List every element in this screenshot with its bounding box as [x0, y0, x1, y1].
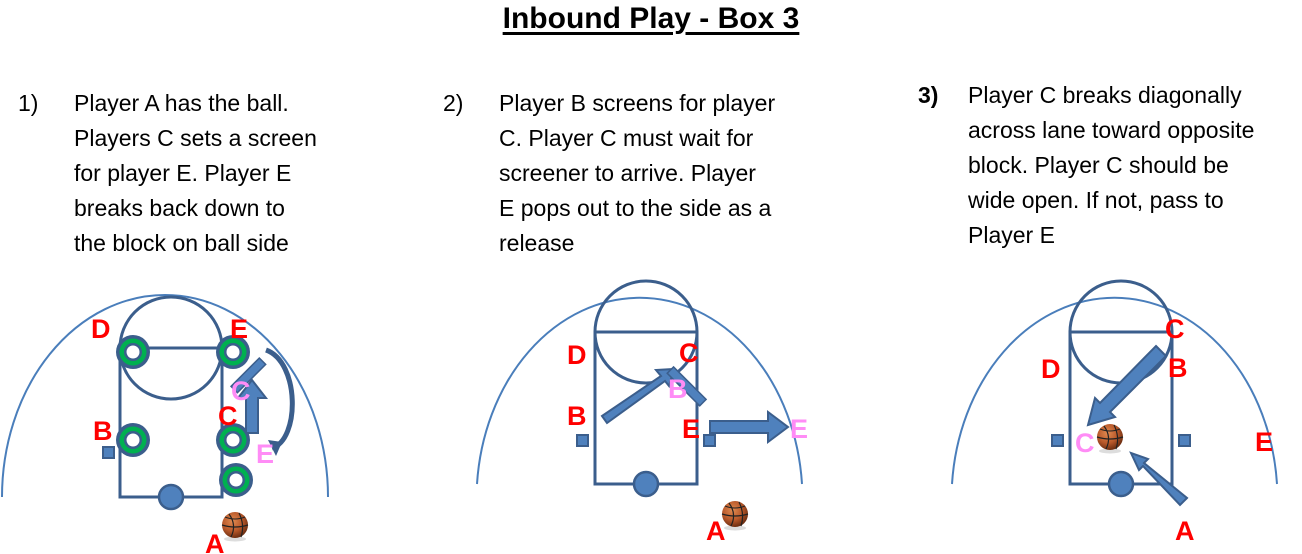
defender-ring [219, 463, 253, 497]
screen-bar [229, 356, 267, 394]
basket [157, 483, 185, 511]
move-arrow-icon [235, 378, 269, 434]
player-e-label: E [230, 314, 248, 344]
three-point-arc [1, 294, 329, 498]
step-number: 1) [18, 90, 39, 116]
basketball-icon [721, 500, 749, 532]
block-marker [1051, 434, 1064, 447]
player-a-label: A [1175, 516, 1195, 546]
player-e-label: E [682, 414, 700, 444]
block-marker [1178, 434, 1191, 447]
player-d-label: D [1041, 354, 1061, 384]
diagram-3: C D B C E A [951, 279, 1278, 546]
player-b-label: B [1168, 353, 1188, 383]
screen-bar [666, 365, 708, 407]
player-b-ghost-label: B [668, 374, 688, 404]
block-marker [703, 434, 716, 447]
player-c-ghost-label: C [1075, 428, 1095, 458]
defender-ring [116, 335, 150, 369]
player-d-label: D [91, 314, 111, 344]
step-text: Player B screens for player C. Player C … [499, 90, 776, 256]
block-marker [576, 434, 589, 447]
player-e-ghost-label: E [256, 439, 274, 469]
cut-arrow-icon [1086, 344, 1168, 427]
player-c-label: C [218, 401, 238, 431]
player-a-label: A [205, 529, 225, 554]
pass-arrow-icon [1129, 451, 1189, 507]
step-3: 3) Player C breaks diagonally across lan… [918, 78, 1302, 258]
diagram-2: D C B B E E A [476, 279, 808, 546]
basketball-icon [221, 511, 249, 543]
player-e-label: E [1255, 427, 1273, 457]
basket [1107, 470, 1135, 498]
step-number: 3) [918, 82, 939, 108]
three-point-arc [951, 296, 1278, 485]
player-c-label: C [1165, 314, 1185, 344]
basket [632, 470, 660, 498]
block-marker [102, 446, 115, 459]
defender-ring [116, 423, 150, 457]
pop-out-arrow-icon [709, 410, 790, 444]
page-title: Inbound Play - Box 3 [502, 2, 800, 35]
step-text: Player C breaks diagonally across lane t… [968, 82, 1255, 248]
player-a-label: A [706, 516, 726, 546]
curve-arrowhead-icon [268, 440, 282, 456]
lane [118, 346, 224, 499]
step-text: Player A has the ball. Players C sets a … [74, 90, 317, 256]
player-c-ghost-label: C [231, 376, 251, 406]
basketball-icon [1096, 423, 1124, 455]
player-e-ghost-label: E [790, 414, 808, 444]
diagram-1: D E C C B E A [1, 294, 329, 554]
player-b-label: B [567, 401, 587, 431]
player-c-label: C [679, 338, 699, 368]
player-d-label: D [567, 340, 587, 370]
screen-arrow-icon [600, 367, 676, 425]
step-number: 2) [443, 90, 464, 116]
three-point-arc [476, 296, 803, 485]
player-b-label: B [93, 416, 113, 446]
step-1: 1) Player A has the ball. Players C sets… [18, 86, 418, 266]
step-2: 2) Player B screens for player C. Player… [443, 86, 843, 266]
